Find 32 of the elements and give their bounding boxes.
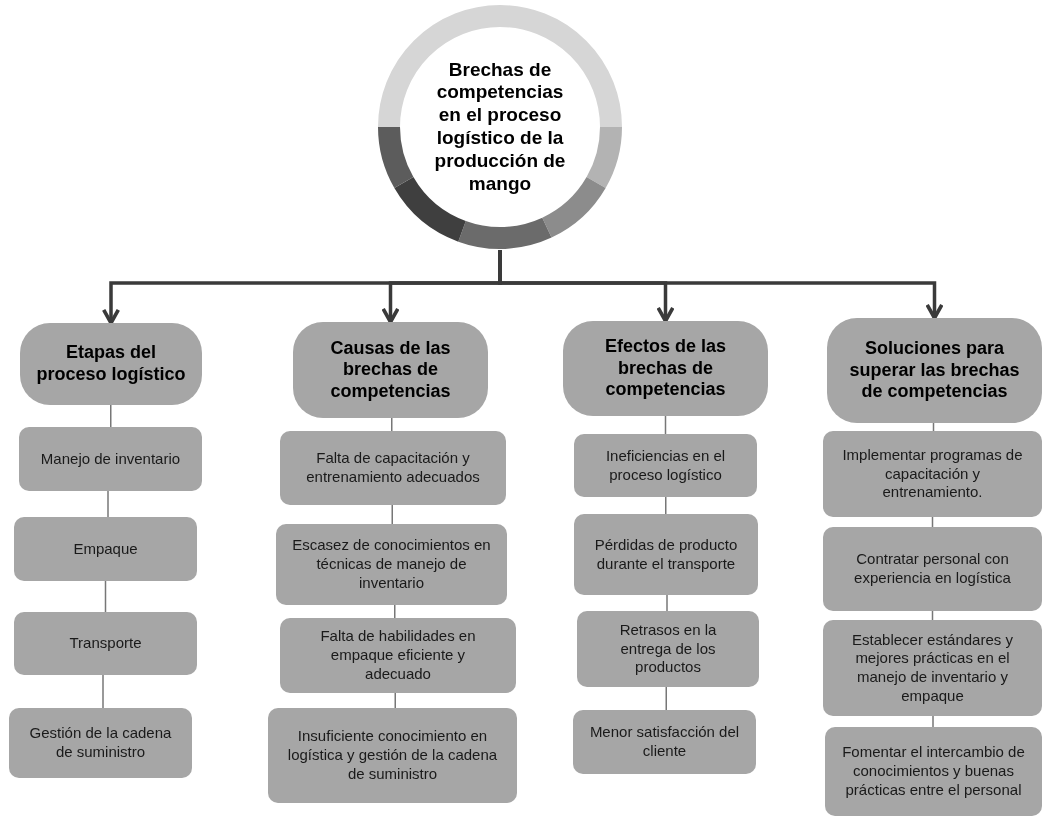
connector-line	[665, 686, 667, 711]
item-box: Menor satisfacción del cliente	[573, 710, 756, 774]
item-box: Insuficiente conocimiento en logística y gestión de la cadena de suministro	[268, 708, 517, 803]
connector-line	[666, 594, 668, 612]
category-box: Soluciones para superar las brechas de competencias	[827, 318, 1042, 423]
category-box: Causas de las brechas de competencias	[293, 322, 488, 418]
connector-line	[102, 674, 104, 709]
category-box: Etapas del proceso logístico	[20, 323, 202, 405]
item-box: Establecer estándares y mejores prácticas en el manejo de inventario y empaque	[823, 620, 1042, 716]
item-box: Falta de habilidades en empaque eficiente y adecuado	[280, 618, 516, 693]
connector-line	[104, 580, 107, 613]
item-box: Ineficiencias en el proceso logístico	[574, 434, 757, 497]
item-box: Falta de capacitación y entrenamiento adecuados	[280, 431, 506, 505]
item-box: Transporte	[14, 612, 197, 675]
item-box: Escasez de conocimientos en técnicas de manejo de inventario	[276, 524, 507, 605]
item-box: Retrasos en la entrega de los productos	[577, 611, 759, 687]
item-box: Implementar programas de capacitación y entrenamiento.	[823, 431, 1042, 517]
arrow	[498, 250, 944, 320]
connector-line	[107, 490, 109, 518]
item-box: Fomentar el intercambio de conocimientos y buenas prácticas entre el personal	[825, 727, 1042, 816]
item-box: Manejo de inventario	[19, 427, 202, 491]
item-box: Empaque	[14, 517, 197, 581]
connector-line	[391, 504, 393, 525]
category-box: Efectos de las brechas de competencias	[563, 321, 768, 416]
connector-line	[394, 604, 396, 619]
connector-line	[932, 715, 934, 728]
item-box: Pérdidas de producto durante el transporte	[574, 514, 758, 595]
item-box: Contratar personal con experiencia en logística	[823, 527, 1042, 611]
connector-line	[110, 404, 112, 428]
item-box: Gestión de la cadena de suministro	[9, 708, 192, 778]
connector-line	[665, 496, 667, 515]
connector-line	[391, 417, 393, 432]
